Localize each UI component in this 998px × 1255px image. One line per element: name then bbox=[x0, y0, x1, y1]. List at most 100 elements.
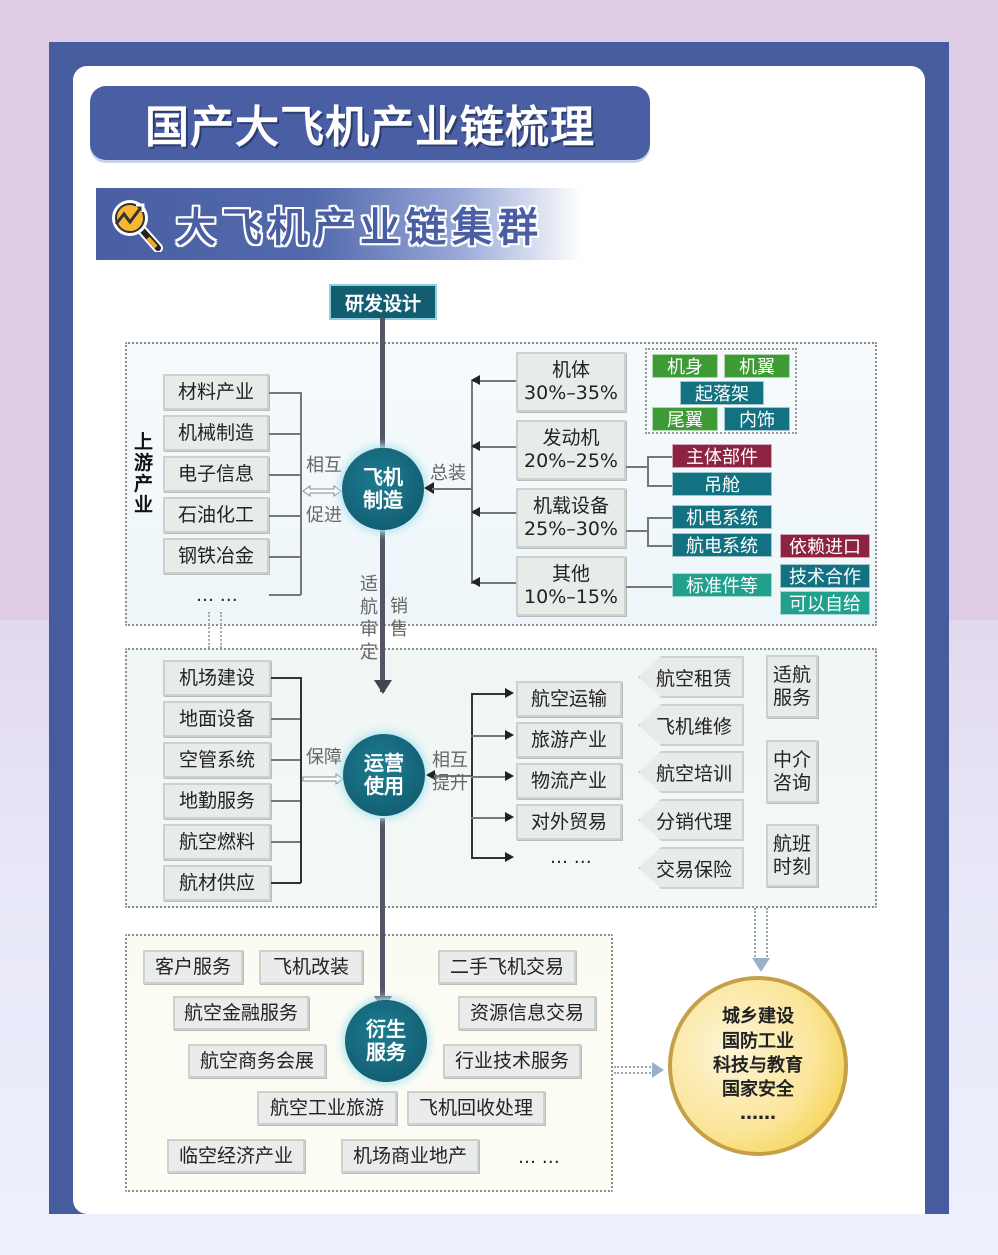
arrow-head-icon bbox=[471, 577, 480, 587]
arrow-head-icon bbox=[426, 770, 435, 780]
connector bbox=[300, 392, 302, 595]
service-tag: 航空租赁 bbox=[638, 656, 744, 698]
sales-label: 销售 bbox=[390, 596, 408, 640]
connector bbox=[271, 677, 301, 679]
downstream-item: 航空商务会展 bbox=[188, 1044, 326, 1078]
connector bbox=[271, 718, 301, 720]
arrow-head-icon bbox=[471, 507, 480, 517]
right-arrow-icon bbox=[302, 770, 344, 785]
downstream-item: 行业技术服务 bbox=[443, 1044, 581, 1078]
impact-item: …… bbox=[740, 1103, 776, 1125]
relation-label-top: 相互 bbox=[306, 455, 342, 476]
side-service: 航班 时刻 bbox=[766, 824, 818, 887]
trunk-line-1 bbox=[380, 318, 385, 458]
connector bbox=[471, 380, 473, 583]
status-tag-cooperation: 技术合作 bbox=[780, 564, 870, 588]
connector bbox=[471, 776, 507, 778]
connector bbox=[626, 530, 648, 532]
midstream-output: 航空运输 bbox=[516, 681, 622, 717]
relation-label-mid: 相互提升 bbox=[432, 750, 468, 794]
part-tag: 标准件等 bbox=[672, 573, 772, 597]
upstream-side-label: 上游产业 bbox=[134, 431, 154, 516]
arrow-head-icon bbox=[505, 852, 514, 862]
arrow-head-icon bbox=[505, 730, 514, 740]
connector bbox=[434, 775, 472, 777]
downstream-item: 临空经济产业 bbox=[167, 1139, 305, 1173]
connector bbox=[432, 488, 472, 490]
upstream-item: 石油化工 bbox=[163, 497, 269, 533]
part-tag: 机身 bbox=[652, 354, 718, 378]
connector bbox=[269, 433, 301, 435]
connector bbox=[626, 586, 674, 588]
part-tag: 机翼 bbox=[724, 354, 790, 378]
connector bbox=[269, 556, 301, 558]
midstream-output: 旅游产业 bbox=[516, 722, 622, 758]
connector bbox=[269, 594, 301, 596]
connector bbox=[271, 800, 301, 802]
part-tag: 主体部件 bbox=[672, 444, 772, 468]
midstream-item: 机场建设 bbox=[163, 660, 271, 696]
support-label: 保障 bbox=[306, 747, 342, 768]
part-tag: 内饰 bbox=[724, 407, 790, 431]
downstream-item: 资源信息交易 bbox=[458, 996, 596, 1030]
arrow-head-icon bbox=[471, 441, 480, 451]
connector bbox=[471, 735, 507, 737]
midstream-output: 对外贸易 bbox=[516, 804, 622, 840]
connector bbox=[471, 693, 507, 695]
connector bbox=[271, 882, 301, 884]
connector bbox=[471, 380, 517, 382]
service-tag: 交易保险 bbox=[638, 847, 744, 889]
relation-label-bottom: 促进 bbox=[306, 505, 342, 526]
arrow-head-icon bbox=[424, 482, 434, 494]
part-tag: 机电系统 bbox=[672, 505, 772, 529]
part-tag: 尾翼 bbox=[652, 407, 718, 431]
downstream-item: 二手飞机交易 bbox=[438, 950, 576, 984]
arrow-head-icon bbox=[505, 771, 514, 781]
trunk-line-2 bbox=[380, 528, 385, 692]
arrow-head-icon bbox=[505, 812, 514, 822]
connector bbox=[471, 817, 507, 819]
midstream-output-more: … … bbox=[550, 847, 592, 868]
part-tag: 吊舱 bbox=[672, 472, 772, 496]
service-tag: 分销代理 bbox=[638, 799, 744, 841]
upstream-item: 材料产业 bbox=[163, 374, 269, 410]
downstream-item: 飞机改装 bbox=[259, 950, 363, 984]
upstream-item-more: … … bbox=[196, 585, 238, 606]
connector bbox=[647, 485, 673, 487]
status-tag-self-sufficient: 可以自给 bbox=[780, 591, 870, 615]
impact-item: 科技与教育 bbox=[713, 1054, 803, 1076]
connector bbox=[269, 392, 301, 394]
downstream-item-more: … … bbox=[518, 1147, 560, 1168]
connector bbox=[647, 545, 673, 547]
impact-item: 城乡建设 bbox=[722, 1006, 794, 1028]
operation-node: 运营 使用 bbox=[343, 734, 425, 816]
derivative-services-node: 衍生 服务 bbox=[345, 1000, 427, 1082]
upstream-item: 机械制造 bbox=[163, 415, 269, 451]
connector bbox=[471, 446, 517, 448]
section-banner-text: 大飞机产业链集群 bbox=[176, 205, 544, 251]
impact-item: 国家安全 bbox=[722, 1079, 794, 1101]
connector bbox=[300, 677, 302, 883]
connector bbox=[269, 515, 301, 517]
midstream-output: 物流产业 bbox=[516, 763, 622, 799]
connector bbox=[471, 693, 473, 858]
dotted-arrow-icon bbox=[754, 908, 768, 960]
double-arrow-icon bbox=[302, 482, 342, 497]
national-impact-circle: 城乡建设 国防工业 科技与教育 国家安全 …… bbox=[668, 976, 848, 1156]
assembly-label: 总装 bbox=[430, 463, 466, 484]
connector bbox=[271, 841, 301, 843]
downstream-item: 客户服务 bbox=[143, 950, 243, 984]
arrow-head-icon bbox=[652, 1062, 664, 1078]
connector bbox=[626, 466, 648, 468]
impact-item: 国防工业 bbox=[722, 1030, 794, 1052]
trunk-line-3 bbox=[380, 818, 385, 1008]
side-service: 适航 服务 bbox=[766, 655, 818, 718]
arrow-head-icon bbox=[505, 688, 514, 698]
downstream-item: 航空工业旅游 bbox=[257, 1091, 397, 1125]
page-title-text: 国产大飞机产业链梳理 bbox=[145, 102, 595, 153]
midstream-item: 航材供应 bbox=[163, 865, 271, 901]
